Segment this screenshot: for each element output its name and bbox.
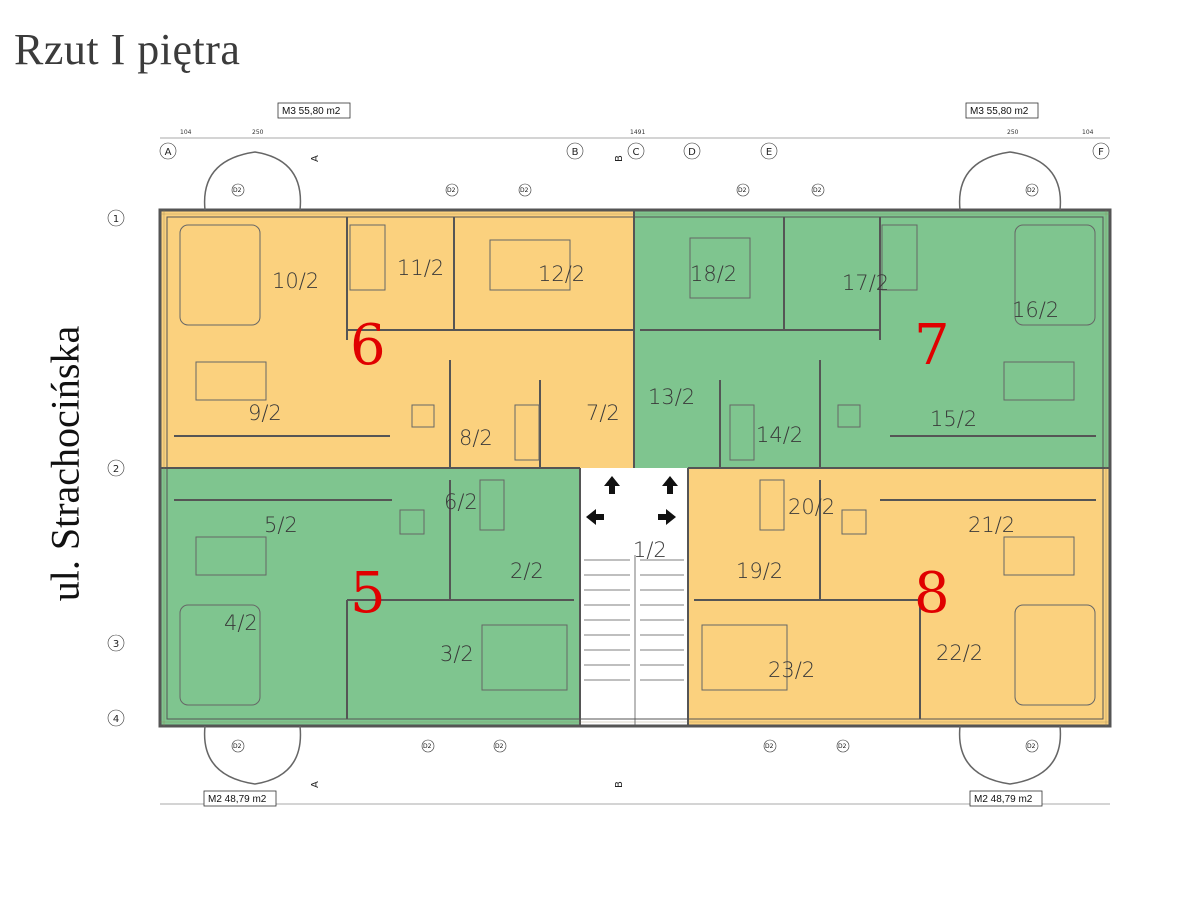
area-tag-bottom-right-box <box>969 790 1043 807</box>
room-16-2: 16/2 <box>1012 298 1059 322</box>
apartment-5-zone <box>160 468 580 726</box>
room-18-2: 18/2 <box>690 262 737 286</box>
door-tag-label: D2 <box>233 187 242 194</box>
axis-col-a: A <box>165 147 172 158</box>
dim-top-total: 1491 <box>630 129 645 136</box>
apartment-7-zone <box>634 210 1110 468</box>
room-10-2: 10/2 <box>272 269 319 293</box>
axis-col-e: E <box>766 147 772 158</box>
axis-row-3: 3 <box>113 639 119 650</box>
door-tag-label: D2 <box>495 743 504 750</box>
furniture <box>179 224 1096 706</box>
room-21-2: 21/2 <box>968 513 1015 537</box>
room-23-2: 23/2 <box>768 658 815 682</box>
axis-col-d: D <box>688 147 696 158</box>
apartment-number-6: 6 <box>350 313 386 378</box>
door-tag-label: D2 <box>838 743 847 750</box>
apartment-number-8: 8 <box>914 561 950 626</box>
area-tag-top-right-box <box>965 102 1039 119</box>
area-tag-bottom-left: M2 48,79 m2 <box>208 794 267 805</box>
door-tag-label: D2 <box>1027 187 1036 194</box>
room-5-2: 5/2 <box>264 513 298 537</box>
grid-axes <box>107 142 1110 727</box>
dimension-lines <box>160 137 1110 805</box>
apartment-number-7: 7 <box>914 313 950 378</box>
area-tag-top-left-box <box>277 102 351 119</box>
room-22-2: 22/2 <box>936 641 983 665</box>
door-tag-label: D2 <box>447 187 456 194</box>
axis-col-c: C <box>633 147 640 158</box>
door-tag-label: D2 <box>423 743 432 750</box>
room-6-2: 6/2 <box>444 490 478 514</box>
room-19-2: 19/2 <box>736 559 783 583</box>
room-14-2: 14/2 <box>756 423 803 447</box>
area-tag-bottom-right: M2 48,79 m2 <box>974 794 1033 805</box>
axis-row-1: 1 <box>113 214 119 225</box>
door-tag-label: D2 <box>765 743 774 750</box>
balconies <box>203 151 1062 785</box>
door-tags <box>231 183 1039 753</box>
room-13-2: 13/2 <box>648 385 695 409</box>
apartment-6-zone <box>160 210 634 468</box>
section-mark-a-bottom: A <box>310 781 321 788</box>
door-tag-label: D2 <box>813 187 822 194</box>
area-tag-top-right: M3 55,80 m2 <box>970 106 1029 117</box>
area-tag-top-left: M3 55,80 m2 <box>282 106 341 117</box>
door-tag-label: D2 <box>1027 743 1036 750</box>
section-mark-b-top: B <box>614 155 625 162</box>
door-tag-label: D2 <box>520 187 529 194</box>
section-mark-a-top: A <box>310 155 321 162</box>
entrance-arrows <box>586 476 678 525</box>
walls <box>158 208 1112 728</box>
dim-top-right: 104 <box>1082 129 1094 136</box>
room-11-2: 11/2 <box>397 256 444 280</box>
room-4-2: 4/2 <box>224 611 258 635</box>
room-2-2: 2/2 <box>510 559 544 583</box>
dim-top-left: 104 <box>180 129 192 136</box>
axis-col-f: F <box>1098 147 1104 158</box>
staircase <box>584 555 684 726</box>
room-20-2: 20/2 <box>788 495 835 519</box>
door-tag-label: D2 <box>738 187 747 194</box>
apartment-number-5: 5 <box>350 561 386 626</box>
room-9-2: 9/2 <box>248 401 282 425</box>
room-3-2: 3/2 <box>440 642 474 666</box>
dim-top-balcony-right: 250 <box>1007 129 1019 136</box>
staircase-zone <box>580 468 688 726</box>
room-7-2: 7/2 <box>586 401 620 425</box>
area-tag-bottom-left-box <box>203 790 277 807</box>
axis-row-2: 2 <box>113 464 119 475</box>
page-title: Rzut I piętra <box>14 25 241 74</box>
dim-top-balcony-left: 250 <box>252 129 264 136</box>
room-8-2: 8/2 <box>459 426 493 450</box>
apartment-8-zone <box>688 468 1110 726</box>
section-mark-b-bottom: B <box>614 781 625 788</box>
room-12-2: 12/2 <box>538 262 585 286</box>
room-17-2: 17/2 <box>842 271 889 295</box>
axis-col-b: B <box>572 147 579 158</box>
room-1-2: 1/2 <box>633 538 667 562</box>
room-15-2: 15/2 <box>930 407 977 431</box>
axis-row-4: 4 <box>113 714 119 725</box>
door-tag-label: D2 <box>233 743 242 750</box>
